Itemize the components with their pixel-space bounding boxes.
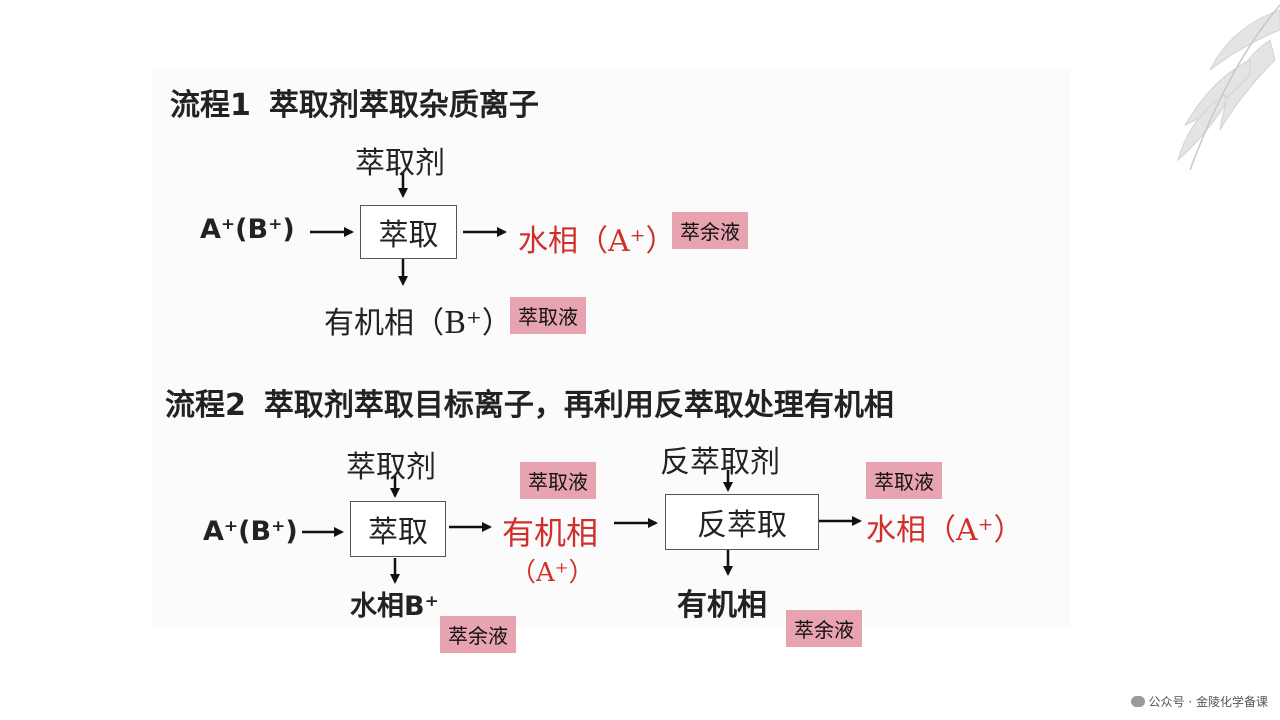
wechat-icon xyxy=(1130,696,1145,707)
flow2-extractant-label: 萃取剂 xyxy=(346,450,436,485)
flow2-raffinate-tag-2: 萃余液 xyxy=(786,610,862,647)
flow1-title: 流程1 萃取剂萃取杂质离子 xyxy=(170,80,557,124)
flow1-extractant-label: 萃取剂 xyxy=(355,146,445,181)
watermark-text: 公众号 · 金陵化学备课 xyxy=(1148,695,1268,709)
leaf-decoration-icon xyxy=(1177,4,1280,171)
flow1-aqueous-output: 水相（A⁺） xyxy=(518,224,676,259)
watermark: 公众号 · 金陵化学备课 xyxy=(1130,693,1268,710)
flow1-raffinate-tag: 萃余液 xyxy=(672,212,748,249)
flow1-extraction-box: 萃取 xyxy=(360,205,457,259)
flow2-organic-ion: （A⁺） xyxy=(510,558,595,588)
flow2-back-extractant-label: 反萃取剂 xyxy=(660,445,780,480)
flow1-organic-output: 有机相（B⁺） xyxy=(324,306,512,341)
flow1-title-text: 萃取剂萃取杂质离子 xyxy=(268,88,539,123)
flow2-extract-tag-2: 萃取液 xyxy=(866,462,942,499)
flow2-back-extraction-box: 反萃取 xyxy=(665,494,819,550)
flow2-raffinate-tag-1: 萃余液 xyxy=(440,616,516,653)
flow2-input-label: A⁺(B⁺) xyxy=(203,516,298,547)
flow2-title-text: 萃取剂萃取目标离子，再利用反萃取处理有机相 xyxy=(263,388,894,423)
flow2-title: 流程2 萃取剂萃取目标离子，再利用反萃取处理有机相 xyxy=(165,380,912,424)
flow2-extract-tag-1: 萃取液 xyxy=(520,462,596,499)
flow2-title-label: 流程2 xyxy=(165,388,246,423)
flow2-aqueous-output: 水相（A⁺） xyxy=(866,513,1024,548)
flow2-organic-output: 有机相 xyxy=(677,588,767,623)
flow1-input-label: A⁺(B⁺) xyxy=(200,214,295,245)
flow2-aqueous-b: 水相B⁺ xyxy=(350,591,439,622)
diagram-panel xyxy=(152,68,1070,628)
flow2-extraction-box: 萃取 xyxy=(350,501,446,557)
flow1-title-label: 流程1 xyxy=(170,88,251,123)
flow1-extract-tag: 萃取液 xyxy=(510,297,586,334)
flow2-organic-phase: 有机相 xyxy=(502,514,599,552)
